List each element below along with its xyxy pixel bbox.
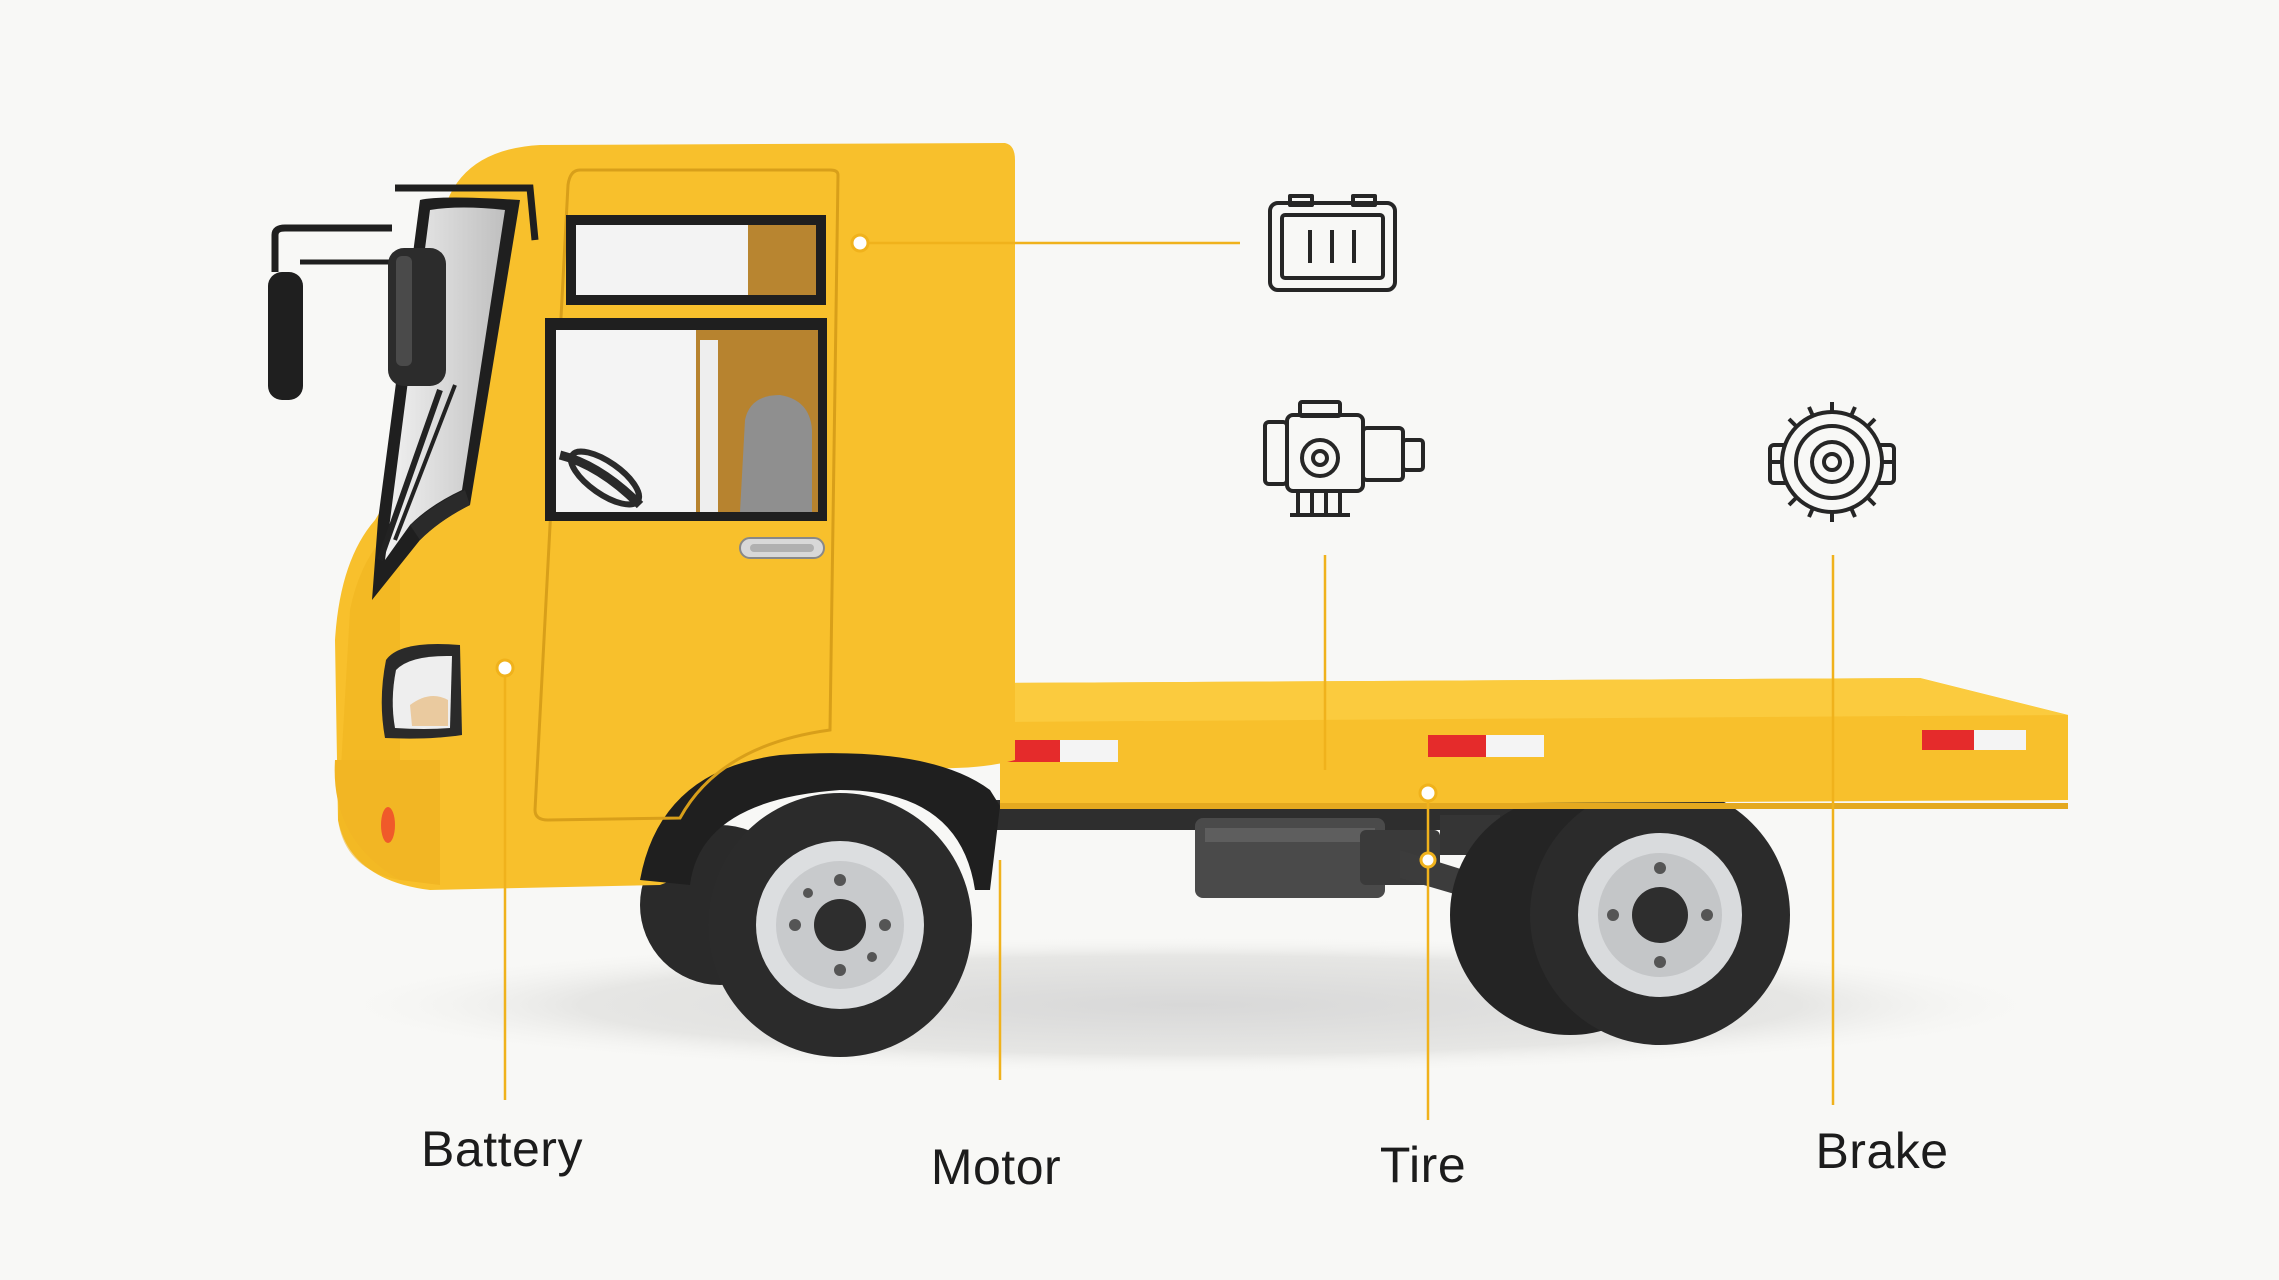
motor-label: Motor bbox=[930, 1139, 1062, 1195]
battery-label: Battery bbox=[421, 1121, 583, 1177]
motor-icon bbox=[1263, 400, 1425, 517]
side-reflector bbox=[1428, 735, 1544, 757]
brake-disc-icon bbox=[1768, 402, 1896, 522]
ground-shadow bbox=[320, 935, 2060, 1075]
leader-lines bbox=[503, 241, 1835, 1120]
side-mirror bbox=[268, 184, 539, 400]
marker-light bbox=[381, 807, 395, 843]
tire-label: Tire bbox=[1379, 1137, 1467, 1193]
rear-wheel bbox=[1450, 785, 1790, 1045]
side-reflector bbox=[1922, 730, 2026, 750]
side-reflector bbox=[1002, 740, 1118, 762]
cab-window-upper bbox=[566, 215, 826, 305]
battery-icon bbox=[1268, 194, 1397, 292]
brake-label: Brake bbox=[1815, 1123, 1949, 1179]
leader-dots bbox=[495, 233, 1438, 869]
headlight bbox=[381, 644, 462, 739]
front-wheel bbox=[640, 793, 972, 1057]
cab-window-door bbox=[545, 318, 827, 521]
